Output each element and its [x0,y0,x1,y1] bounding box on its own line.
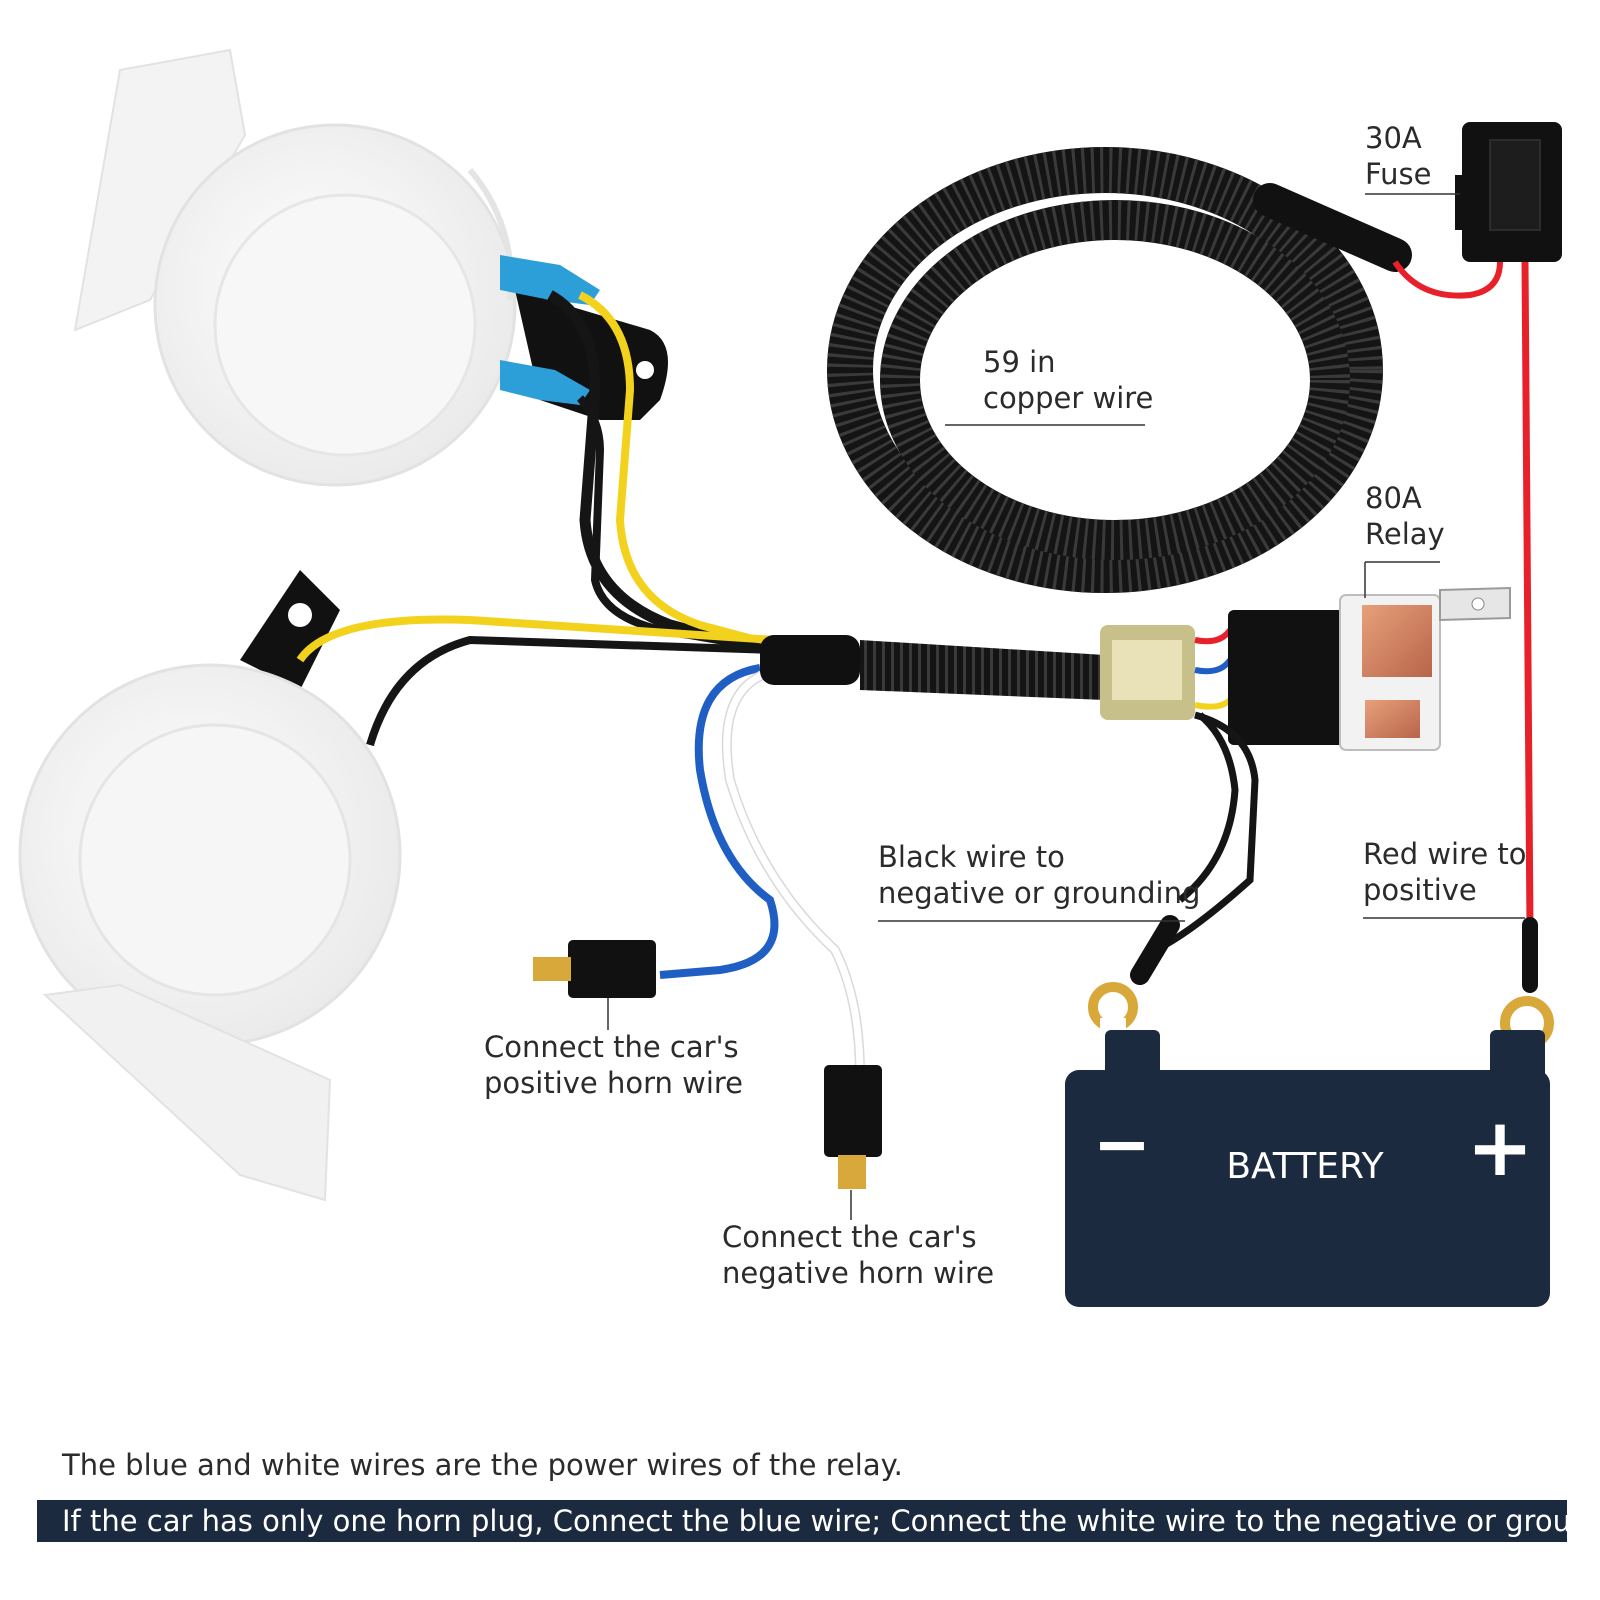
relay-power-note: The blue and white wires are the power w… [62,1448,903,1482]
battery-negative-symbol: − [1093,1103,1152,1185]
svg-text:Relay: Relay [1365,517,1445,551]
svg-text:positive horn wire: positive horn wire [484,1066,743,1100]
spade-connector-icon [824,1065,882,1189]
svg-text:Black wire to: Black wire to [878,840,1065,874]
label-negative-horn-wire: Connect the car's negative horn wire [722,1190,994,1290]
spade-connector-icon [500,255,600,405]
svg-text:Connect the car's: Connect the car's [484,1030,739,1064]
svg-text:positive: positive [1363,873,1477,907]
horn-icon [18,570,402,1202]
battery-label: BATTERY [1226,1146,1384,1187]
harness-trunk [760,625,1195,720]
spade-connector-icon [533,940,656,998]
label-red-wire: Red wire to positive [1363,837,1527,919]
label-relay: 80A Relay [1364,481,1445,598]
label-fuse: 30A Fuse [1365,121,1460,195]
svg-text:Red wire to: Red wire to [1363,837,1527,871]
svg-text:80A: 80A [1365,481,1422,515]
svg-text:copper wire: copper wire [983,381,1153,415]
battery-positive-symbol: + [1466,1101,1533,1194]
svg-text:59 in: 59 in [983,345,1056,379]
label-positive-horn-wire: Connect the car's positive horn wire [484,998,743,1100]
battery-icon [1065,1030,1550,1307]
label-black-wire: Black wire to negative or grounding [878,840,1200,922]
ring-terminal-icon [1088,982,1138,1034]
svg-text:negative horn wire: negative horn wire [722,1256,994,1290]
svg-text:Fuse: Fuse [1365,157,1431,191]
svg-text:Connect the car's: Connect the car's [722,1220,977,1254]
relay-icon [1194,586,1511,751]
label-copper-wire: 59 in copper wire [945,345,1153,426]
svg-text:negative or grounding: negative or grounding [878,876,1200,910]
single-plug-banner: If the car has only one horn plug, Conne… [37,1500,1600,1542]
fuse-holder-icon [1455,122,1562,262]
corrugated-coil [827,147,1383,593]
horn-icon [73,48,517,487]
svg-text:30A: 30A [1365,121,1422,155]
